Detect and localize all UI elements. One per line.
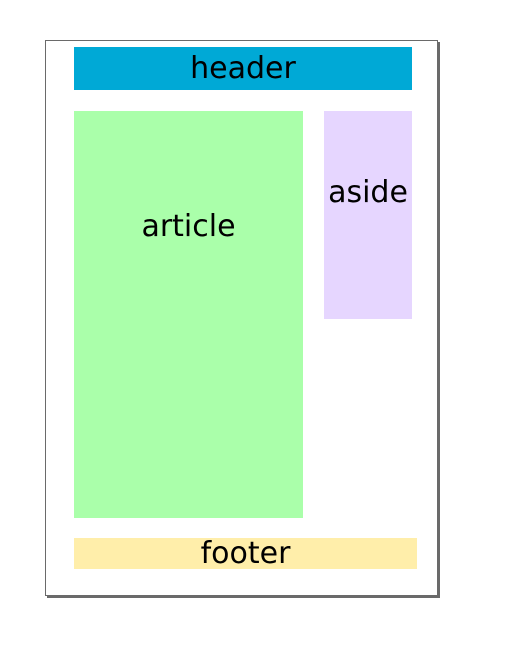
article-label: article [141, 209, 236, 244]
page-frame: header article aside footer [45, 40, 438, 596]
footer-block: footer [74, 538, 417, 569]
header-label: header [190, 50, 296, 86]
article-block: article [74, 111, 303, 518]
aside-label: aside [328, 175, 408, 210]
header-block: header [74, 47, 412, 90]
footer-label: footer [200, 535, 291, 571]
aside-block: aside [324, 111, 412, 319]
